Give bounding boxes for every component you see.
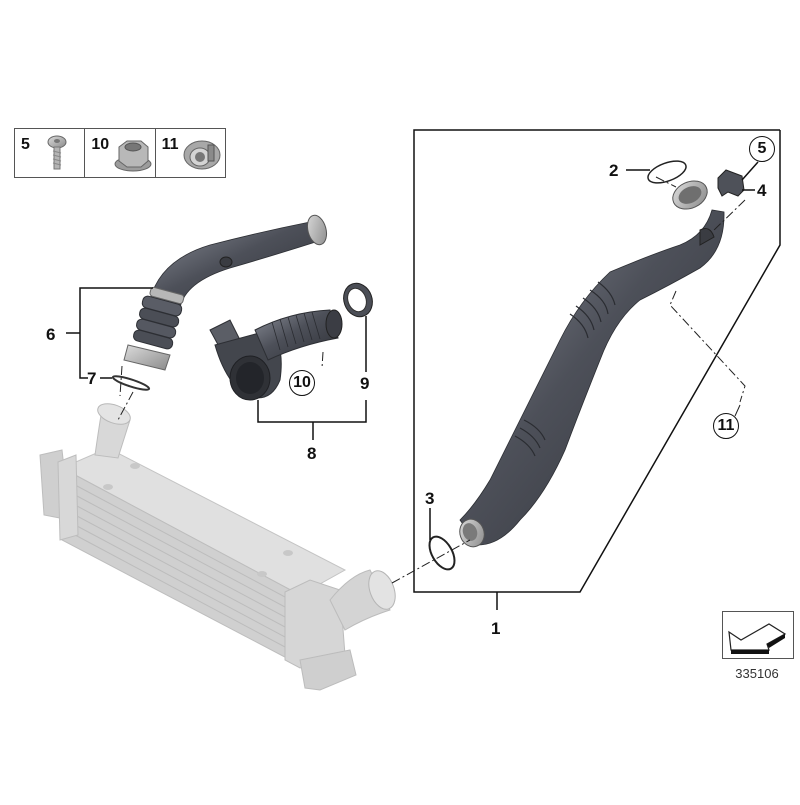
part-8-intake-duct — [209, 309, 343, 401]
part-4-bracket — [717, 169, 745, 197]
part-2-o-ring — [647, 160, 687, 184]
legend-number: 10 — [91, 136, 110, 153]
reference-number: 335106 — [735, 666, 779, 681]
callout-3[interactable]: 3 — [425, 489, 435, 508]
callout-5-circled[interactable]: 5 — [749, 136, 775, 162]
legend-number: 5 — [21, 136, 30, 153]
callout-11-circled[interactable]: 11 — [713, 413, 739, 439]
legend-number: 11 — [161, 136, 179, 153]
legend-cell-10: 10 — [85, 129, 156, 177]
intercooler — [39, 403, 396, 691]
callout-1[interactable]: 1 — [491, 619, 501, 638]
part-7-seal — [111, 375, 151, 391]
part-1-long-hose — [459, 180, 725, 548]
leader-lines — [66, 129, 781, 610]
callout-2[interactable]: 2 — [609, 161, 619, 180]
screw-icon — [47, 135, 67, 170]
reference-arrow-box — [722, 611, 794, 659]
part-9-ring — [343, 282, 373, 318]
legend-cell-5: 5 — [15, 129, 86, 177]
callout-7[interactable]: 7 — [87, 369, 97, 388]
callout-4[interactable]: 4 — [757, 181, 767, 200]
callout-10-circled[interactable]: 10 — [289, 370, 315, 396]
dashed-leader-lines — [117, 176, 746, 584]
flange-nut-icon — [114, 140, 152, 172]
part-3-o-ring — [428, 535, 456, 571]
part-6-charge-pipe — [123, 214, 328, 371]
small-parts-legend: 5 10 11 — [14, 128, 226, 178]
clip-nut-icon — [183, 140, 221, 170]
callout-9[interactable]: 9 — [360, 374, 370, 393]
callout-6[interactable]: 6 — [46, 325, 56, 344]
legend-cell-11: 11 — [156, 129, 225, 177]
direction-arrow-icon — [728, 623, 787, 654]
callout-8[interactable]: 8 — [307, 444, 317, 463]
